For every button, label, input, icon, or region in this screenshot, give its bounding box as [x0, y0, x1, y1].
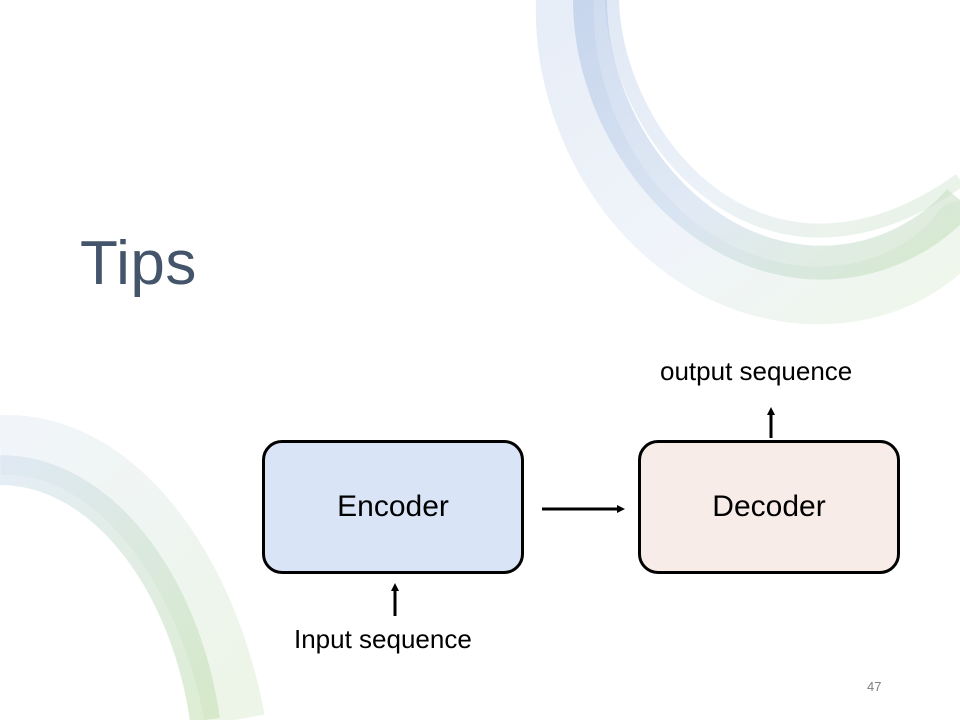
swoosh-bottom-left-outer [0, 414, 265, 720]
swoosh-top-right-outer [535, 0, 960, 325]
swoosh-bottom-left [0, 455, 220, 720]
decoder-label: Decoder [712, 490, 826, 523]
swoosh-top-right-inner [605, 0, 960, 238]
page-number: 47 [867, 679, 882, 694]
encoder-box: Encoder [262, 440, 524, 574]
swoosh-top-right [573, 0, 960, 280]
output-sequence-label: output sequence [660, 356, 853, 386]
slide-title: Tips [80, 229, 197, 298]
input-sequence-label: Input sequence [294, 624, 472, 654]
encoder-label: Encoder [337, 490, 449, 523]
decoder-box: Decoder [638, 440, 900, 574]
